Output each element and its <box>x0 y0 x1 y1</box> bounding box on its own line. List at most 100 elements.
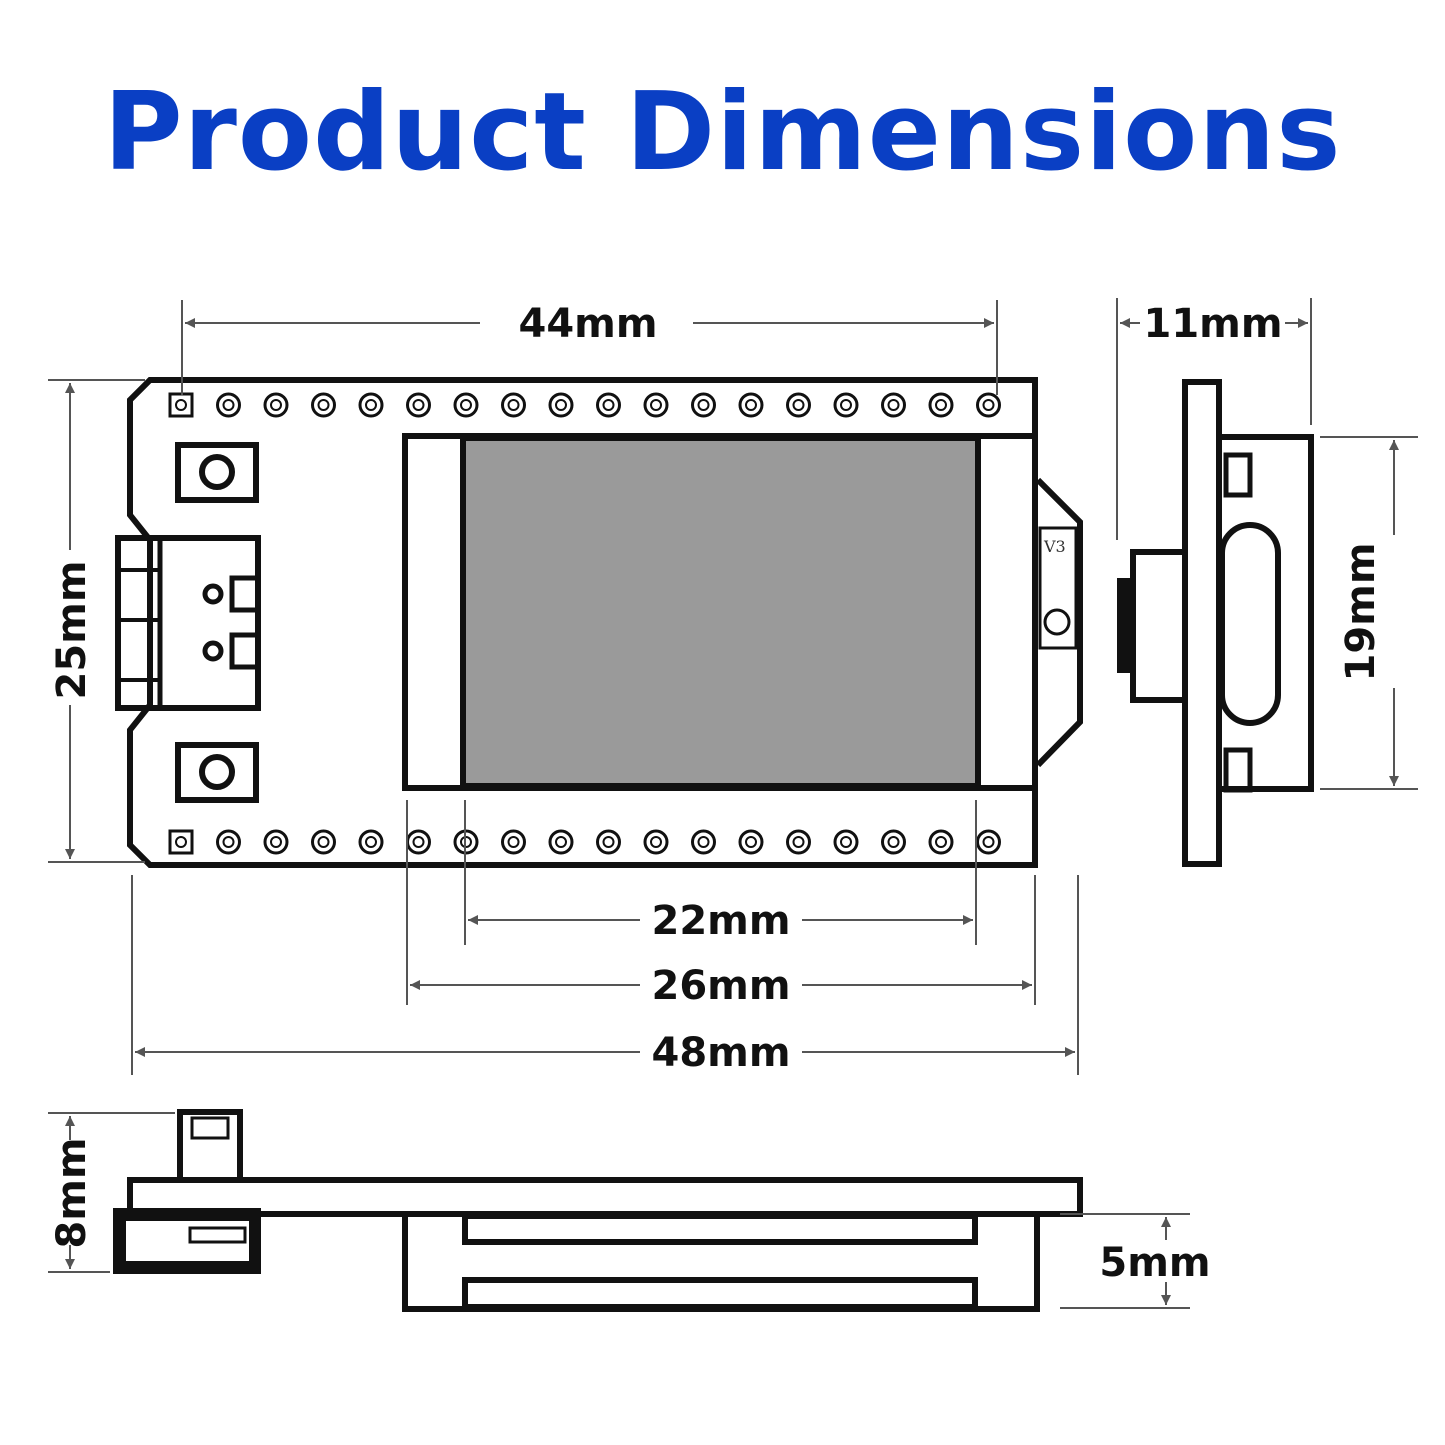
pin <box>216 829 241 855</box>
pin-hole <box>365 836 377 848</box>
pin <box>786 392 811 418</box>
dim-label-5mm: 5mm <box>1099 1240 1210 1286</box>
board-version-label: V3 <box>1043 537 1066 556</box>
pin-hole <box>365 399 377 411</box>
pin <box>928 829 954 855</box>
pin <box>453 392 479 418</box>
pin-square <box>168 392 194 418</box>
pin <box>928 392 954 418</box>
pin <box>881 392 906 418</box>
pin-row-top <box>168 392 1001 418</box>
dim-label-48mm: 48mm <box>651 1030 790 1076</box>
pin-hole <box>935 399 947 411</box>
antenna-tab: V3 <box>1035 477 1083 768</box>
pin <box>358 829 384 855</box>
pin <box>691 392 716 418</box>
side-view-right <box>1117 379 1314 867</box>
dim-label-19mm: 19mm <box>1338 542 1384 681</box>
usb-connector <box>115 535 261 711</box>
pin-hole <box>650 399 662 411</box>
pin-hole <box>602 836 615 848</box>
pin-hole <box>175 399 187 411</box>
pin <box>738 392 764 418</box>
screen-area <box>460 435 981 789</box>
dim-label-25mm: 25mm <box>49 560 95 699</box>
pin <box>691 829 716 855</box>
pin-hole <box>507 399 520 411</box>
pin-hole <box>697 399 710 411</box>
pin <box>548 829 574 855</box>
dim-48mm: 48mm <box>131 875 1079 1076</box>
pin <box>643 392 669 418</box>
pin-hole <box>650 836 662 848</box>
dim-label-22mm: 22mm <box>651 898 790 944</box>
dim-19mm: 19mm <box>1320 436 1418 790</box>
dim-5mm: 5mm <box>1060 1213 1211 1309</box>
pin-hole <box>460 399 472 411</box>
pin-hole <box>270 836 282 848</box>
pin-hole <box>840 836 852 848</box>
pin-hole <box>317 399 330 411</box>
pin <box>976 829 1001 855</box>
pin-hole <box>935 836 947 848</box>
dim-44mm: 44mm <box>181 300 998 395</box>
pin-square <box>168 829 194 855</box>
dim-label-44mm: 44mm <box>518 301 657 347</box>
pin-hole <box>412 836 425 848</box>
pin-hole <box>792 836 805 848</box>
pin <box>501 392 526 418</box>
dim-8mm: 8mm <box>48 1112 175 1273</box>
pin <box>263 829 289 855</box>
pin <box>596 829 621 855</box>
pin-hole <box>982 399 995 411</box>
pin-hole <box>222 836 235 848</box>
pin <box>406 392 431 418</box>
dim-26mm: 26mm <box>406 800 1036 1009</box>
dim-25mm: 25mm <box>48 379 145 863</box>
pin <box>786 829 811 855</box>
pin-hole <box>887 836 900 848</box>
pin-hole <box>270 399 282 411</box>
pin <box>406 829 431 855</box>
pin-hole <box>697 836 710 848</box>
pin <box>833 392 859 418</box>
pin-hole <box>175 836 187 848</box>
button-top <box>175 442 259 503</box>
pin-hole <box>412 399 425 411</box>
pin-hole <box>222 399 235 411</box>
dim-label-11mm: 11mm <box>1143 301 1282 347</box>
pin <box>263 392 289 418</box>
pin <box>833 829 859 855</box>
button-bottom <box>175 742 259 803</box>
pin <box>881 829 906 855</box>
pin-hole <box>982 836 995 848</box>
pin <box>643 829 669 855</box>
pin-hole <box>745 399 757 411</box>
pin <box>596 392 621 418</box>
pin-hole <box>887 399 900 411</box>
pin-hole <box>602 399 615 411</box>
pin-hole <box>317 836 330 848</box>
top-view-board: V3 <box>115 377 1083 868</box>
oled-screen-module <box>402 433 1038 791</box>
pin <box>976 392 1001 418</box>
pin-hole <box>555 399 567 411</box>
dim-22mm: 22mm <box>464 800 977 945</box>
pin <box>548 392 574 418</box>
pin-hole <box>745 836 757 848</box>
pin <box>738 829 764 855</box>
pin <box>311 392 336 418</box>
pin <box>501 829 526 855</box>
pin <box>311 829 336 855</box>
pin <box>216 392 241 418</box>
profile-view-bottom <box>113 1109 1083 1312</box>
dim-label-26mm: 26mm <box>651 963 790 1009</box>
pin-hole <box>507 836 520 848</box>
pin-hole <box>840 399 852 411</box>
pin-row-bottom <box>168 829 1001 855</box>
pin <box>358 392 384 418</box>
pin-hole <box>555 836 567 848</box>
dim-label-8mm: 8mm <box>49 1137 95 1248</box>
page-title: Product Dimensions <box>103 70 1342 195</box>
